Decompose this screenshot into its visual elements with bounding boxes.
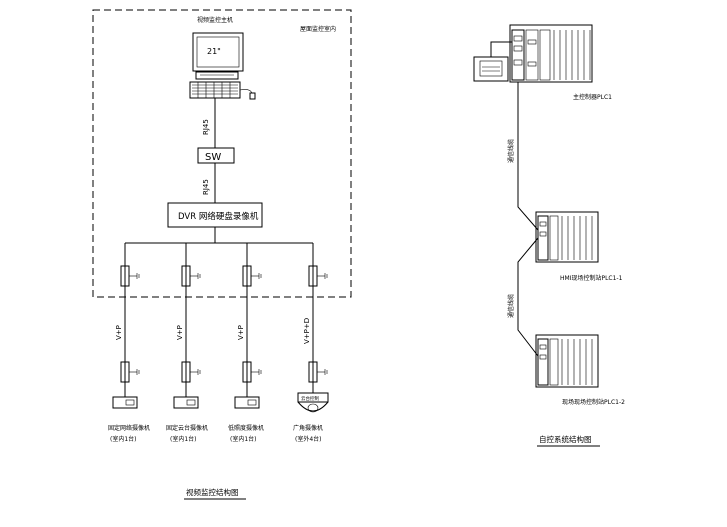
comm-link-lower-label: 通信线缆 <box>507 294 515 318</box>
dome-camera-icon <box>297 392 329 403</box>
box-camera-icon <box>234 396 260 409</box>
camera-qty: (室内1台) <box>170 435 197 443</box>
comm-link-lower <box>517 237 539 357</box>
branch-1: V+P 固定网络摄像机 (室内1台) <box>108 243 150 443</box>
branch-3: V+P 低照度摄像机 (室内1台) <box>228 243 264 443</box>
plc-node-2-label: 现场现场控制站PLC1-2 <box>562 398 625 406</box>
camera-name: 固定云台摄像机 <box>166 424 208 432</box>
monitoring-host: 视频监控主机 21" <box>189 16 256 100</box>
plc-node-2 <box>535 334 599 388</box>
network-switch <box>197 147 235 164</box>
plc-node-1-label: HMI现场控制站PLC1-1 <box>560 274 623 282</box>
mouse-icon <box>249 92 256 100</box>
cable-label: V+P <box>237 325 245 340</box>
branch-4: V+P+D 云台控制 广角摄像机 (室外4台) <box>293 243 329 443</box>
camera-qty: (室外4台) <box>295 435 322 443</box>
cable-label: V+P+D <box>303 318 311 344</box>
camera-qty: (室内1台) <box>230 435 257 443</box>
monitor-caption: 视频监控主机 <box>197 16 233 24</box>
monitor-icon <box>192 32 244 72</box>
camera-name: 固定网络摄像机 <box>108 424 150 432</box>
branch-2: V+P 固定云台摄像机 (室内1台) <box>166 243 208 443</box>
comm-link-upper <box>517 82 539 231</box>
dvr-label: DVR 网络硬盘录像机 <box>178 211 259 222</box>
control-room-boundary <box>92 9 352 298</box>
main-plc-rack <box>509 24 593 83</box>
cctv-diagram-title: 视频监控结构图 <box>186 487 239 497</box>
camera-qty: (室内1台) <box>110 435 137 443</box>
plc-node-1 <box>535 211 599 263</box>
box-camera-icon <box>112 396 138 409</box>
room-label: 屋面监控室内 <box>300 25 336 33</box>
monitor-screen-label: 21" <box>207 47 221 56</box>
box-camera-icon <box>173 396 199 409</box>
switch-label: SW <box>205 152 221 163</box>
comm-link-upper-label: 通信线缆 <box>507 139 515 163</box>
camera-name: 广角摄像机 <box>293 424 323 432</box>
main-plc-label: 主控制器PLC1 <box>573 93 612 101</box>
camera-name: 低照度摄像机 <box>228 424 264 432</box>
rj45-upper-label: RJ45 <box>202 119 210 135</box>
keyboard-icon <box>189 81 241 99</box>
dome-label: 云台控制 <box>301 395 319 402</box>
cable-label: V+P <box>115 325 123 340</box>
cable-label: V+P <box>176 325 184 340</box>
hmi-terminal-icon <box>473 56 509 82</box>
rj45-lower-label: RJ45 <box>202 179 210 195</box>
plc-diagram-title: 自控系统结构图 <box>539 434 592 444</box>
